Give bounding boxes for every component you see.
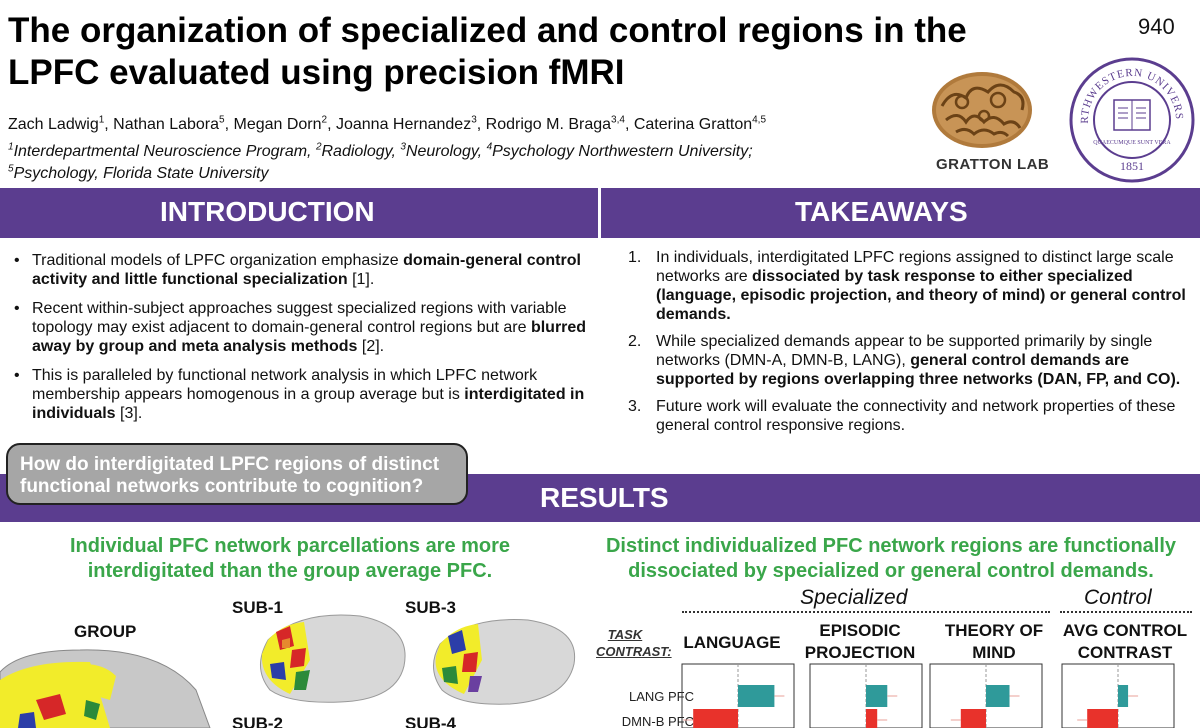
list-item: 2.While specialized demands appear to be… bbox=[628, 333, 1181, 388]
task-contrast-label: TASK CONTRAST: bbox=[596, 627, 672, 659]
bar bbox=[1087, 709, 1118, 728]
bar bbox=[693, 709, 738, 728]
bar bbox=[866, 685, 888, 707]
affiliations: 1Interdepartmental Neuroscience Program,… bbox=[8, 141, 753, 182]
sub3-brain-image bbox=[433, 619, 576, 705]
group-brain-image bbox=[0, 649, 211, 728]
sub1-label: SUB-1 bbox=[232, 598, 284, 617]
poster-title: The organization of specialized and cont… bbox=[8, 10, 1118, 94]
takeaways-list: 1.In individuals, interdigitated LPFC re… bbox=[628, 248, 1188, 443]
university-seal-icon: NORTHWESTERN UNIVERSITY QUAECUMQUE SUNT … bbox=[1068, 56, 1195, 183]
author-list: Zach Ladwig1, Nathan Labora5, Megan Dorn… bbox=[8, 114, 767, 134]
control-label: Control bbox=[1084, 586, 1152, 609]
list-item: Traditional models of LPFC organization … bbox=[12, 251, 587, 289]
sub1-brain-image bbox=[260, 614, 406, 703]
results-heading: RESULTS bbox=[540, 482, 669, 513]
group-label: GROUP bbox=[74, 622, 137, 641]
row-label-lang: LANG PFC bbox=[628, 689, 694, 704]
brain-figures bbox=[0, 614, 576, 728]
panel-tom-title: THEORY OF MIND bbox=[944, 621, 1044, 662]
poster-number: 940 bbox=[1138, 14, 1175, 39]
dissociation-heading: Distinct individualized PFC network regi… bbox=[605, 535, 1177, 582]
title-line-2: LPFC evaluated using precision fMRI bbox=[8, 53, 625, 92]
introduction-list: Traditional models of LPFC organization … bbox=[12, 251, 587, 433]
bar bbox=[738, 685, 775, 707]
author: Caterina Gratton4,5 bbox=[633, 114, 767, 133]
specialized-label: Specialized bbox=[800, 586, 908, 609]
list-item: 1.In individuals, interdigitated LPFC re… bbox=[628, 249, 1186, 323]
sub4-label: SUB-4 bbox=[405, 714, 457, 728]
specialized-divider bbox=[682, 611, 1050, 613]
sub2-label: SUB-2 bbox=[232, 714, 284, 728]
seal-motto: QUAECUMQUE SUNT VERA bbox=[1093, 140, 1171, 146]
author: Nathan Labora5, bbox=[113, 114, 234, 133]
panel-episodic-title: EPISODIC PROJECTION bbox=[804, 621, 916, 662]
introduction-heading: INTRODUCTION bbox=[160, 196, 375, 227]
row-label-dmnb: DMN-B PFC bbox=[621, 714, 694, 728]
title-line-1: The organization of specialized and cont… bbox=[8, 11, 967, 50]
author: Joanna Hernandez3, bbox=[335, 114, 486, 133]
bar bbox=[1118, 685, 1129, 707]
author: Zach Ladwig1, bbox=[8, 114, 114, 133]
research-question: How do interdigitated LPFC regions of di… bbox=[6, 443, 468, 505]
list-item: Recent within-subject approaches suggest… bbox=[12, 299, 587, 356]
bar bbox=[866, 709, 878, 728]
list-item: This is paralleled by functional network… bbox=[12, 366, 587, 423]
bar bbox=[986, 685, 1010, 707]
control-divider bbox=[1060, 611, 1192, 613]
bar bbox=[960, 709, 986, 728]
author: Rodrigo M. Braga3,4, bbox=[485, 114, 634, 133]
takeaways-heading: TAKEAWAYS bbox=[795, 196, 968, 227]
sub3-label: SUB-3 bbox=[405, 598, 457, 617]
panel-control-title: AVG CONTROL CONTRAST bbox=[1062, 621, 1188, 662]
seal-year: 1851 bbox=[1120, 159, 1144, 173]
panel-language-title: LANGUAGE bbox=[683, 633, 781, 652]
parcellation-heading: Individual PFC network parcellations are… bbox=[69, 535, 511, 582]
list-item: 3.Future work will evaluate the connecti… bbox=[628, 398, 1176, 434]
brain-logo-icon bbox=[932, 72, 1032, 148]
author: Megan Dorn2, bbox=[233, 114, 336, 133]
banner-divider bbox=[598, 188, 601, 238]
lab-name: GRATTON LAB bbox=[936, 156, 1050, 173]
